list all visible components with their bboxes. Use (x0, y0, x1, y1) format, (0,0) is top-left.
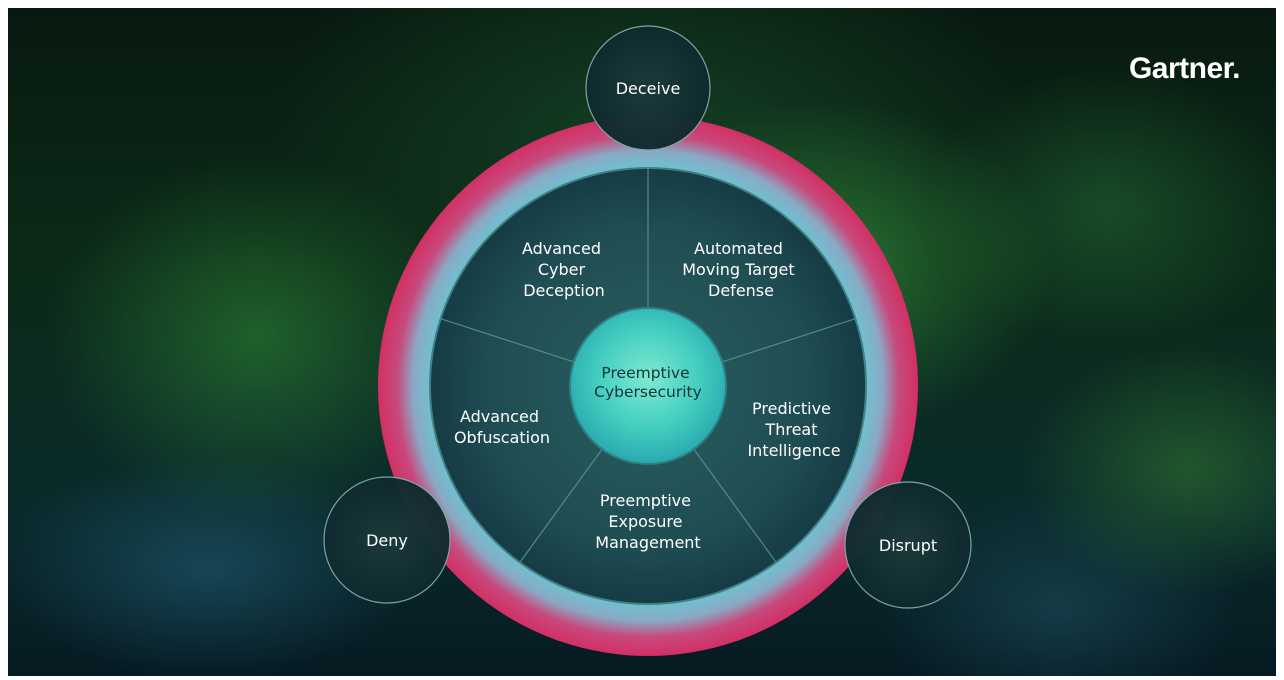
gartner-logo: Gartner. (1128, 52, 1241, 85)
segment-divider (519, 448, 603, 563)
node-deny: Deny (323, 476, 451, 604)
segment-divider (693, 448, 777, 563)
segment-automated-moving-target-defense: Automated Moving Target Defense (682, 239, 799, 300)
segment-dividers (440, 168, 856, 563)
node-deceive: Deceive (585, 25, 711, 151)
node-deny-label: Deny (366, 531, 408, 550)
center-circle (569, 307, 727, 465)
center-label-line-2: Cybersecurity (594, 383, 702, 401)
node-deceive-label: Deceive (616, 79, 681, 98)
segment-divider (721, 318, 856, 363)
segment-advanced-obfuscation: Advanced Obfuscation (454, 407, 550, 447)
center-label: Preemptive Cybersecurity (594, 364, 702, 401)
segment-divider (440, 318, 575, 363)
diagram-background: Preemptive Cybersecurity Advanced Cyber … (8, 8, 1276, 676)
preemptive-cybersecurity-diagram: Preemptive Cybersecurity Advanced Cyber … (323, 25, 972, 656)
segment-advanced-cyber-deception: Advanced Cyber Deception (522, 239, 606, 300)
segment-preemptive-exposure-management: Preemptive Exposure Management (595, 491, 700, 552)
node-disrupt-label: Disrupt (879, 536, 937, 555)
segment-predictive-threat-intelligence: Predictive Threat Intelligence (747, 399, 840, 460)
center-label-line-1: Preemptive (601, 364, 689, 382)
node-disrupt: Disrupt (844, 481, 972, 609)
